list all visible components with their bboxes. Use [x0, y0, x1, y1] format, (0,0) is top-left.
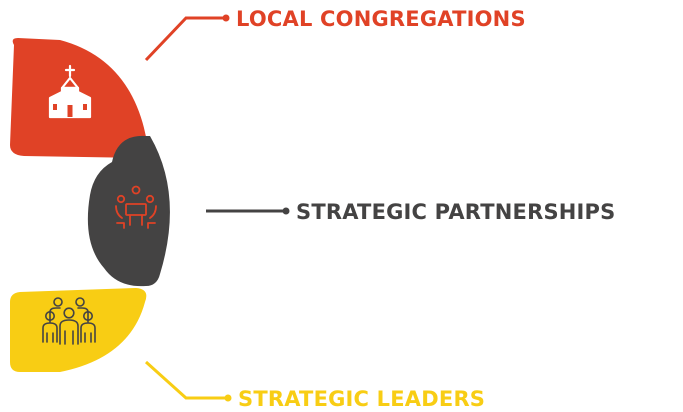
- item-strategic-partnerships: STRATEGIC PARTNERSHIPS: [87, 135, 615, 287]
- label-local-congregations: LOCAL CONGREGATIONS: [236, 7, 526, 31]
- item-strategic-leaders: STRATEGIC LEADERS: [10, 288, 485, 411]
- connector-local-congregations: [144, 16, 224, 62]
- segment-strategic-partnerships: [87, 135, 170, 287]
- label-strategic-leaders: STRATEGIC LEADERS: [238, 387, 485, 411]
- meeting-table-icon: [115, 185, 157, 229]
- people-group-icon: [42, 297, 96, 345]
- item-local-congregations: LOCAL CONGREGATIONS: [10, 7, 526, 158]
- connector-dot-strategic-partnerships: [282, 207, 290, 215]
- connector-strategic-leaders: [144, 360, 226, 400]
- label-strategic-partnerships: STRATEGIC PARTNERSHIPS: [296, 200, 615, 224]
- church-icon: [48, 64, 92, 119]
- connector-dot-strategic-leaders: [224, 394, 232, 402]
- connector-dot-local-congregations: [222, 14, 230, 22]
